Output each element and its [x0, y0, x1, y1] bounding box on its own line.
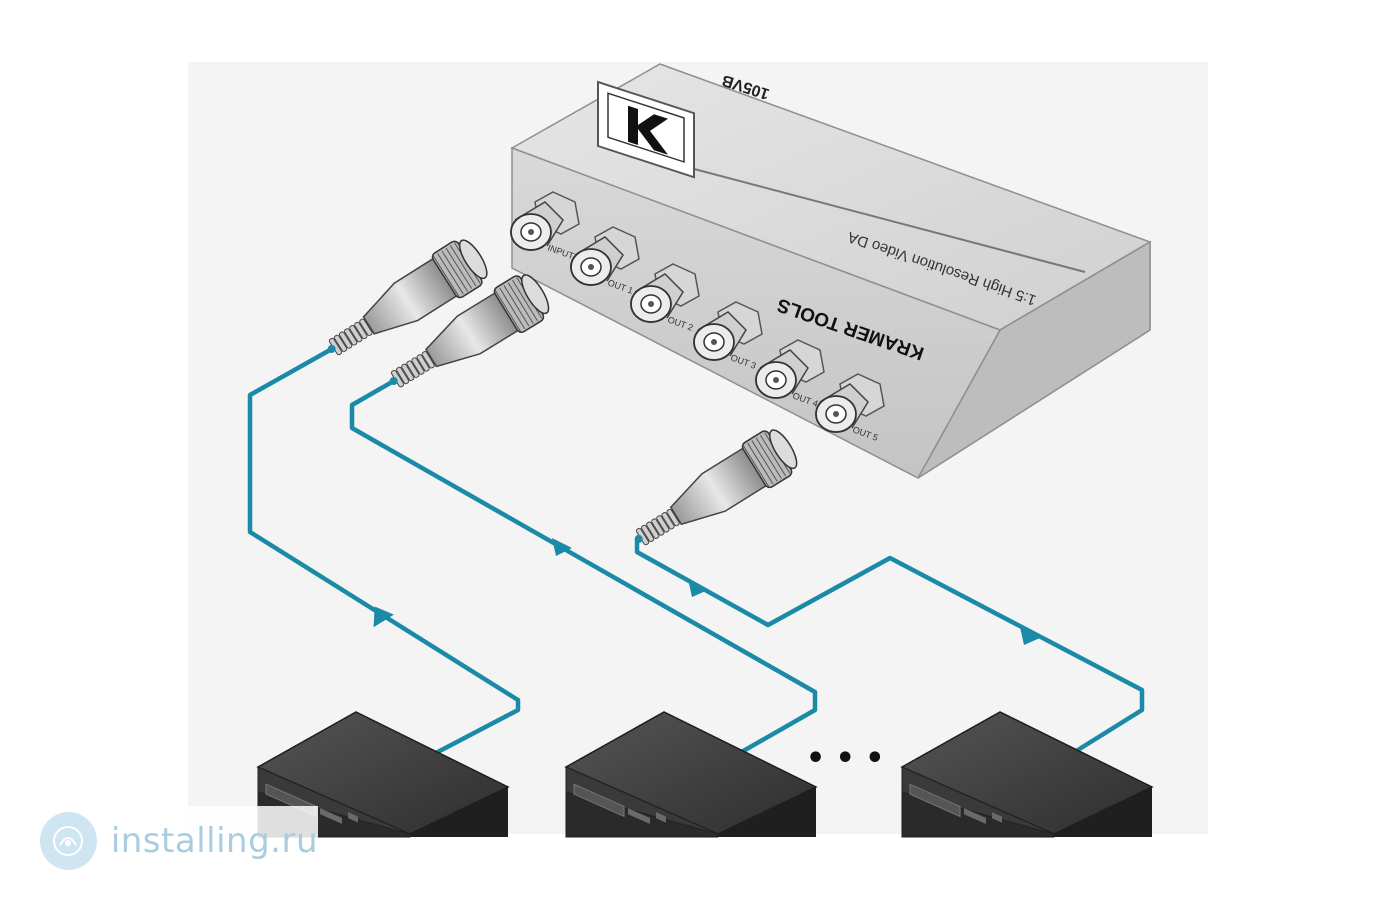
bnc-plug-output-5: [634, 429, 798, 546]
bnc-plugs: [327, 239, 798, 546]
arrow-down-output-1: [552, 538, 572, 556]
bnc-port-out-1: OUT 1: [570, 226, 640, 296]
video-source-2: [564, 711, 818, 838]
bnc-port-out-4: OUT 4: [755, 339, 825, 409]
video-source-n: [900, 711, 1154, 838]
watermark-text: installing.ru: [110, 821, 318, 861]
arrow-down-output-5a: [688, 579, 708, 597]
bnc-port-out-2: OUT 2: [630, 263, 700, 333]
video-sources: [256, 711, 1154, 838]
bnc-plug-output-1: [389, 274, 550, 388]
device-panel-line: [659, 159, 1086, 273]
bnc-plug-input: [327, 239, 488, 356]
more-devices-ellipsis: • • •: [806, 741, 884, 776]
kramer-logo: [597, 80, 695, 179]
watermark-logo-icon: [40, 812, 97, 870]
video-source-1: [256, 711, 510, 838]
signal-arrows: [373, 538, 1040, 645]
arrow-up-input: [373, 606, 394, 628]
output-cable-1: [349, 380, 818, 756]
output-cable-5: [634, 540, 1145, 755]
bnc-port-out-3: OUT 3: [693, 301, 763, 371]
arrow-down-output-5b: [1020, 627, 1040, 645]
watermark: installing.ru: [22, 806, 318, 876]
